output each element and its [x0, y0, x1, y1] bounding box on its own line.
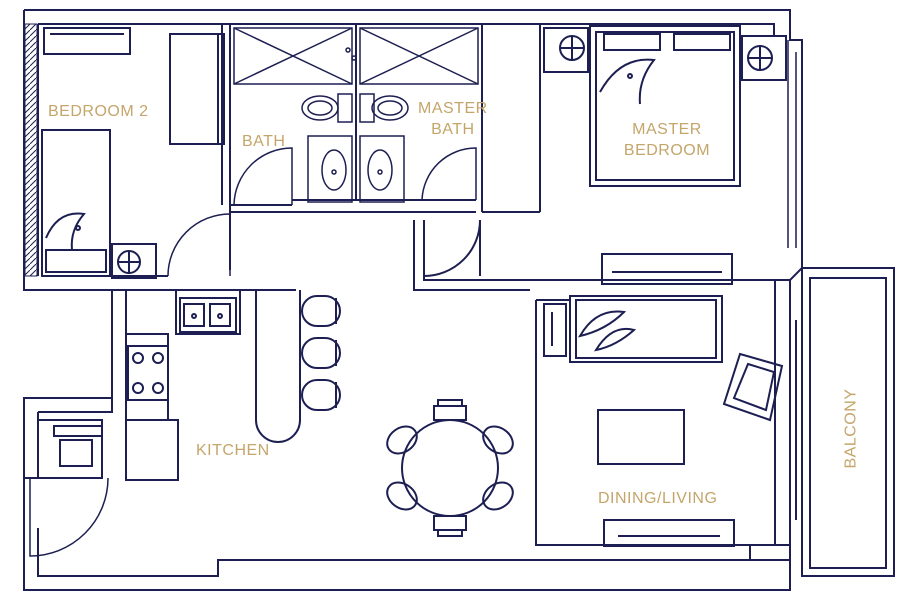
nightstand-right [741, 35, 787, 81]
room-label-dining-living: DINING/LIVING [598, 490, 718, 507]
room-label-master-bedroom: MASTER BEDROOM [618, 119, 716, 161]
bedroom2-furniture [41, 27, 225, 279]
shower-icon [233, 27, 353, 85]
room-label-master-bedroom-line2: BEDROOM [623, 142, 711, 159]
master-bedroom-furniture [423, 25, 787, 285]
door-swing-icon [423, 219, 481, 278]
armchair-icon [722, 352, 784, 422]
room-label-master-bath: MASTER BATH [418, 98, 488, 140]
sofa-icon [569, 295, 723, 363]
oven-icon [37, 419, 103, 479]
side-table [543, 303, 567, 357]
toilet-icon [371, 95, 409, 121]
living-furniture [535, 295, 797, 547]
bed-icon [589, 25, 741, 187]
stove-icon [127, 345, 169, 401]
bed-icon [41, 129, 111, 277]
window-hatch [24, 23, 38, 277]
door-swing-icon [233, 147, 293, 206]
dining-chair-icon [386, 481, 418, 511]
shower-icon [359, 27, 479, 85]
bath-fixtures [233, 27, 357, 206]
nightstand-left [543, 27, 589, 73]
balcony [801, 267, 895, 577]
dining-chair-icon [482, 481, 514, 511]
master-bath-fixtures [359, 27, 479, 203]
door-swing-icon [167, 213, 231, 277]
door-swing-icon [421, 147, 477, 201]
dining-set [386, 399, 514, 537]
kitchen-fixtures [37, 290, 341, 481]
room-label-master-bath-line1: MASTER [418, 100, 488, 117]
room-label-bedroom-2: BEDROOM 2 [48, 103, 149, 120]
stool-icon [301, 295, 341, 327]
room-label-master-bath-line2: BATH [431, 121, 475, 138]
dresser [43, 27, 131, 55]
stool-icon [301, 379, 341, 411]
sink-icon [321, 149, 347, 191]
wardrobe [169, 33, 219, 145]
dining-chair-icon [433, 399, 467, 421]
window-right [787, 40, 797, 248]
nightstand [111, 243, 157, 279]
dining-chair-icon [482, 425, 514, 455]
interior-walls [24, 24, 790, 479]
door-swing-icon [29, 477, 109, 557]
dining-chair-icon [386, 425, 418, 455]
room-label-bath: BATH [242, 133, 286, 150]
sink-icon [367, 149, 393, 191]
dresser [601, 253, 733, 285]
coffee-table-icon [597, 409, 685, 465]
dining-chair-icon [433, 515, 467, 537]
tv-console [603, 519, 735, 547]
room-label-kitchen: KITCHEN [196, 442, 270, 459]
room-label-balcony: BALCONY [842, 388, 860, 469]
stool-icon [301, 337, 341, 369]
room-label-master-bedroom-line1: MASTER [632, 121, 702, 138]
